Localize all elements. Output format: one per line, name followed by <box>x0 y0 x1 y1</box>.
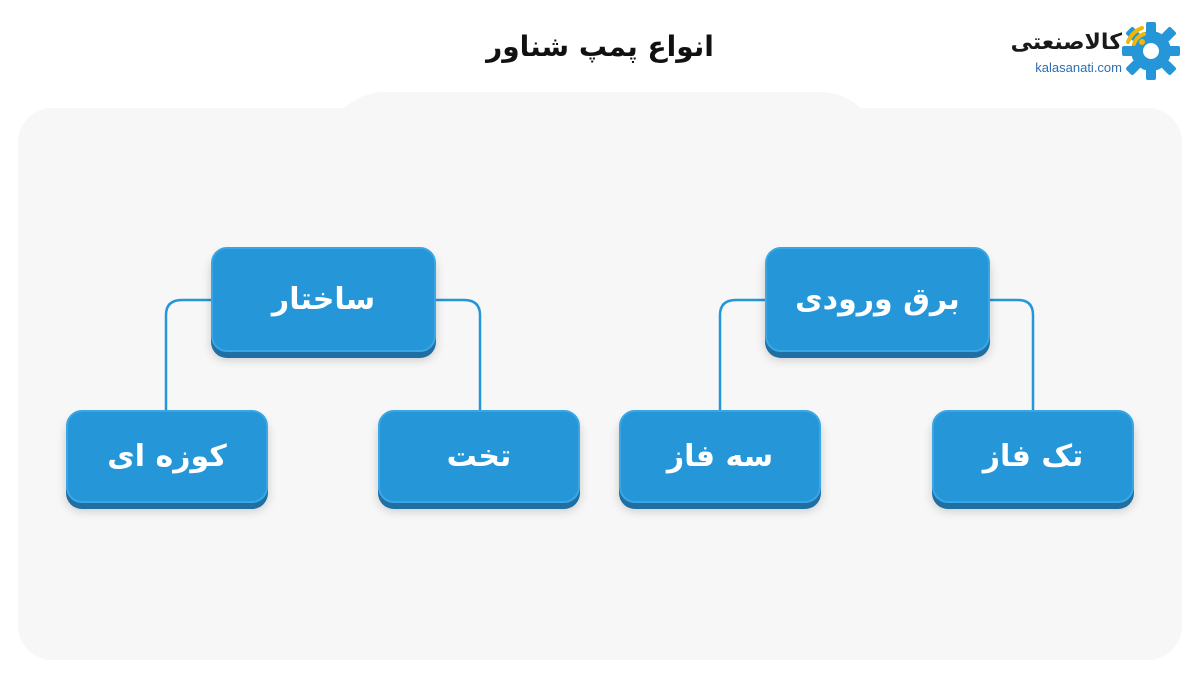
brand-logo: کالاصنعتی kalasanati.com <box>992 18 1192 88</box>
diagram-canvas <box>18 108 1182 660</box>
connector-bargh-sefaz <box>718 298 766 412</box>
node-kuze-ei: کوزه ای <box>66 410 268 503</box>
connector-bargh-takfaz <box>990 298 1035 412</box>
connector-sakhtar-takht <box>436 298 482 412</box>
node-takht: تخت <box>378 410 580 503</box>
node-bargh-vorudi: برق ورودی <box>765 247 990 352</box>
logo-url: kalasanati.com <box>1035 60 1122 75</box>
connector-sakhtar-kuzei <box>164 298 212 412</box>
gear-wifi-logo-icon <box>1122 22 1180 80</box>
logo-name: کالاصنعتی <box>1010 30 1122 55</box>
node-sakhtar: ساختار <box>211 247 436 352</box>
node-tak-faz: تک فاز <box>932 410 1134 503</box>
page-title: انواع پمپ شناور <box>486 30 714 63</box>
node-se-faz: سه فاز <box>619 410 821 503</box>
